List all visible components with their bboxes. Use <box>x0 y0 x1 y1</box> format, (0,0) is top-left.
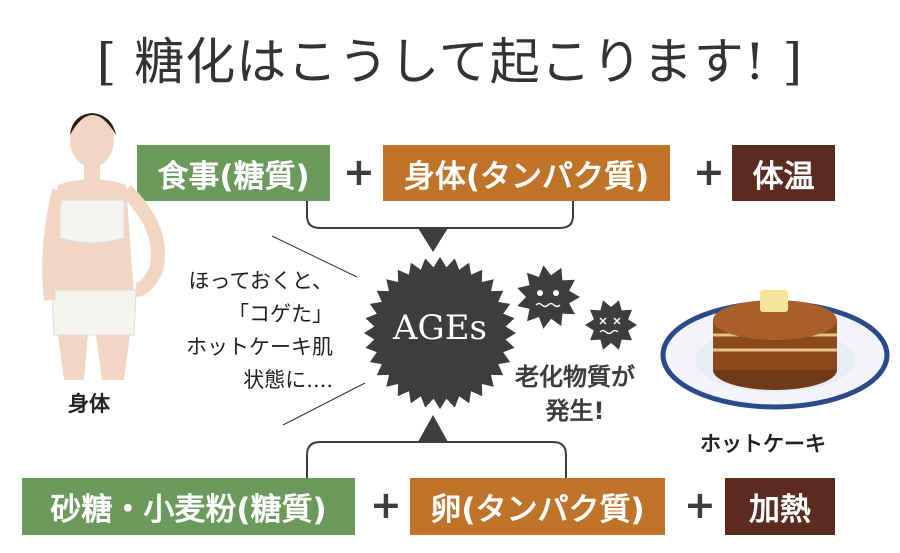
plus-sign: + <box>693 150 725 194</box>
side-caption-line: 状態に.... <box>243 368 333 392</box>
side-caption-line: ほっておくと、 <box>188 269 333 293</box>
body-label: 身体 <box>68 392 110 416</box>
pancake-image <box>660 290 890 410</box>
plus-sign: + <box>370 483 402 527</box>
bottom-bracket <box>306 441 567 478</box>
germ-icon <box>517 265 580 329</box>
ages-label: AGEs <box>393 308 487 348</box>
top-bracket <box>306 201 574 229</box>
pointer-line <box>282 382 366 426</box>
germ-face-icon <box>535 290 621 335</box>
arrow-down-icon <box>418 228 448 252</box>
aging-warning: 老化物質が 発生! <box>495 360 655 428</box>
warning-line: 発生! <box>545 397 605 425</box>
box-meal-sugar: 食事(糖質) <box>137 145 330 201</box>
warning-line: 老化物質が <box>515 363 635 391</box>
box-heating: 加熱 <box>725 478 835 535</box>
box-body-protein: 身体(タンパク質) <box>383 145 670 201</box>
box-sugar-flour: 砂糖・小麦粉(糖質) <box>22 478 355 535</box>
side-caption-line: 「コゲた」 <box>228 302 333 326</box>
germ-icon <box>585 300 637 350</box>
box-egg-protein: 卵(タンパク質) <box>410 478 665 535</box>
pointer-line <box>271 235 358 278</box>
arrow-up-icon <box>418 415 448 442</box>
plus-sign: + <box>343 150 375 194</box>
box-body-temp: 体温 <box>732 145 835 201</box>
side-caption-line: ホットケーキ肌 <box>186 335 333 359</box>
woman-figure-image <box>42 113 165 380</box>
pancake-label: ホットケーキ <box>700 432 826 456</box>
plus-sign: + <box>684 483 716 527</box>
page-title: [ 糖化はこうして起こります! ] <box>96 33 804 91</box>
side-caption: ほっておくと、 「コゲた」 ホットケーキ肌 状態に.... <box>186 265 333 397</box>
ages-starburst-icon <box>364 257 516 409</box>
